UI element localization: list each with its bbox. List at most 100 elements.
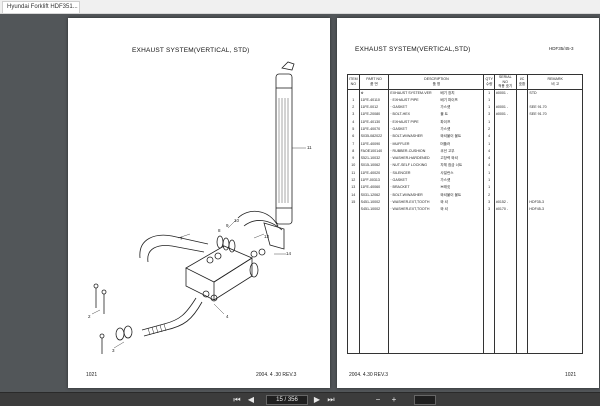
callout-9: 9 (226, 223, 229, 228)
cell-item: 3 (347, 111, 360, 119)
col-item: ITEM NO (347, 74, 360, 90)
cell-part: S015-10062 (358, 162, 390, 170)
page-number-input[interactable]: 15 / 356 (266, 395, 308, 405)
cell-serial (493, 177, 517, 185)
callout-13: 13 (264, 234, 270, 239)
cell-ic (515, 162, 529, 170)
cell-desc-en: · MUFFLER (390, 141, 410, 146)
zoom-out-button[interactable]: − (375, 395, 381, 404)
cell-empty (527, 213, 583, 355)
cell-part: FAOE100140 (358, 147, 390, 156)
cell-desc-en: · BOLT-W/WASHER (390, 134, 423, 139)
cell-remark (527, 169, 583, 178)
cell-item: 14 (347, 191, 360, 199)
cell-serial: #0170 - (493, 206, 517, 214)
cell-qty: 4 (483, 133, 495, 141)
cell-part: 11FE-0012 (358, 104, 390, 112)
cell-serial (493, 133, 517, 141)
cell-serial: #0001 - (493, 89, 517, 97)
cell-desc-kr: 쿠션 고무 (440, 148, 455, 153)
cell-part: 11FE-40110 (358, 96, 390, 105)
cell-qty: 3 (483, 198, 495, 207)
cell-part: S451-10002 (358, 206, 390, 214)
cell-ic (515, 111, 529, 119)
cell-serial (493, 162, 517, 170)
callout-8: 8 (218, 228, 221, 233)
cell-serial (493, 147, 517, 156)
cell-item: 1 (347, 96, 360, 105)
first-page-button[interactable]: ⏮ (233, 395, 241, 404)
cell-item (347, 89, 360, 97)
callout-2: 2 (88, 314, 91, 319)
cell-empty (493, 213, 517, 355)
callout-3: 3 (112, 348, 115, 353)
cell-serial (493, 191, 517, 199)
cell-desc-en: · BOLT-HEX (390, 112, 411, 117)
cell-desc-kr: 와셔붙이 볼트 (440, 192, 462, 197)
callout-14: 14 (286, 251, 292, 256)
cell-remark (527, 96, 583, 105)
cell-serial (493, 169, 517, 178)
cell-remark (527, 191, 583, 199)
cell-desc-kr: 배기 파이프 (440, 97, 458, 102)
last-page-button[interactable]: ⏭ (327, 395, 335, 404)
zoom-level-field[interactable] (414, 395, 436, 405)
cell-qty: 1 (483, 177, 495, 185)
cell-serial (493, 155, 517, 163)
cell-ic (515, 169, 529, 178)
cell-item (347, 206, 360, 214)
cell-remark: HDF45-3 (527, 206, 583, 214)
cell-serial (493, 184, 517, 192)
model-code: HDF35/45-3 (549, 46, 574, 51)
cell-ic (515, 191, 529, 199)
cell-desc-kr: 와 셔 (440, 199, 448, 204)
cell-qty: 4 (483, 162, 495, 170)
cell-remark (527, 140, 583, 148)
cell-remark (527, 177, 583, 185)
cell-qty: 1 (483, 89, 495, 97)
cell-desc: · RUBBER-CUSHION 쿠션 고무 (388, 147, 485, 156)
cell-part: 11FE-40090 (358, 140, 390, 148)
cell-part: S521-10032 (358, 155, 390, 163)
zoom-in-button[interactable]: + (391, 395, 397, 404)
document-viewer[interactable]: EXHAUST SYSTEM(VERTICAL, STD) (0, 14, 600, 392)
cell-part: 11FE-20080 (358, 111, 390, 119)
cell-remark (527, 155, 583, 163)
table-blank-area (347, 213, 583, 355)
cell-empty (388, 213, 485, 355)
left-page-date: 2004. 4 .30 REV.3 (256, 372, 297, 378)
cell-desc-en: · BRACKET (390, 185, 410, 190)
diagram-page: EXHAUST SYSTEM(VERTICAL, STD) (68, 18, 330, 388)
prev-page-button[interactable]: ◀ (247, 395, 255, 404)
cell-ic (515, 104, 529, 112)
cell-item: 9 (347, 155, 360, 163)
cell-desc-en: · RUBBER-CUSHION (390, 148, 426, 153)
cell-part: ※ (358, 89, 390, 97)
cell-empty (515, 213, 529, 355)
right-page-date: 2004. 4.30 REV.3 (349, 372, 389, 378)
cell-qty: 2 (483, 125, 495, 134)
document-tab[interactable]: Hyundai Forklift HDF351... (2, 1, 80, 13)
cell-desc-kr: 가스켓 (440, 126, 451, 131)
next-page-button[interactable]: ▶ (313, 395, 321, 404)
diagram-title: EXHAUST SYSTEM(VERTICAL, STD) (132, 47, 250, 54)
cell-ic (515, 125, 529, 134)
